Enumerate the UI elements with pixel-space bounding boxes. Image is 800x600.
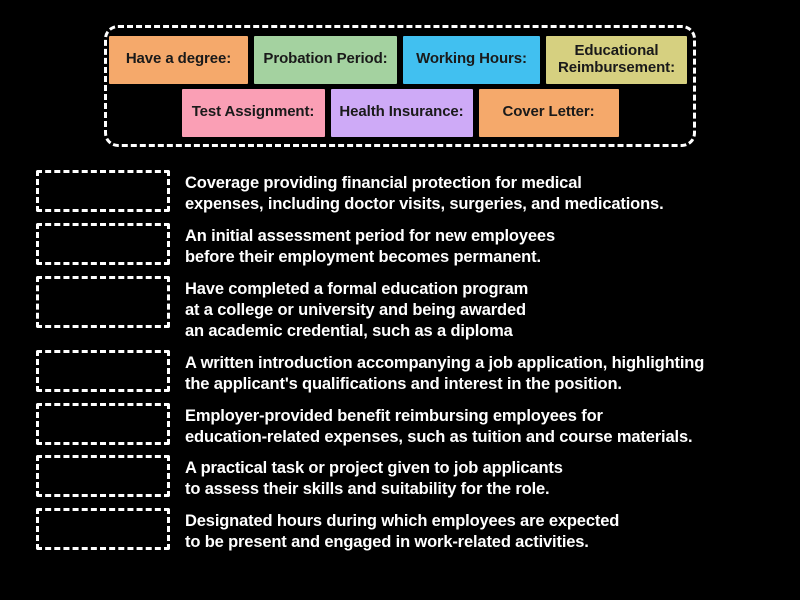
- tile-test-assignment[interactable]: Test Assignment:: [181, 88, 325, 137]
- answer-row: Have completed a formal education progra…: [36, 275, 776, 342]
- definition-text: A written introduction accompanying a jo…: [185, 353, 705, 393]
- definition-text: Employer-provided benefit reimbursing em…: [185, 406, 693, 446]
- definition-text: Designated hours during which employees …: [185, 512, 620, 552]
- drop-zone[interactable]: [36, 508, 170, 551]
- drop-zone[interactable]: [36, 349, 170, 392]
- answer-row: Designated hours during which employees …: [36, 508, 776, 553]
- definition-text: Coverage providing financial protection …: [185, 174, 664, 213]
- tile-working-hours[interactable]: Working Hours:: [403, 35, 540, 84]
- drop-zone[interactable]: [36, 275, 170, 328]
- drop-zone[interactable]: [36, 455, 170, 498]
- answer-row: Employer-provided benefit reimbursing em…: [36, 402, 776, 448]
- answer-row: A practical task or project given to job…: [36, 455, 776, 500]
- definition-text: An initial assessment period for new emp…: [185, 226, 555, 266]
- tile-cover-letter[interactable]: Cover Letter:: [478, 88, 619, 137]
- answer-row: A written introduction accompanying a jo…: [36, 349, 776, 395]
- tile-educational-reimbursement[interactable]: Educational Reimbursement:: [546, 35, 687, 84]
- drop-zone[interactable]: [36, 222, 170, 265]
- tile-bank-row-1: Have a degree: Probation Period: Working…: [105, 33, 695, 86]
- tile-have-a-degree[interactable]: Have a degree:: [109, 35, 248, 84]
- tile-probation-period[interactable]: Probation Period:: [254, 35, 397, 84]
- draggable-tile-bank: Have a degree: Probation Period: Working…: [104, 25, 696, 147]
- answer-row: Coverage providing financial protection …: [36, 170, 776, 215]
- tile-bank-row-2: Test Assignment: Health Insurance: Cover…: [107, 86, 693, 139]
- answer-row: An initial assessment period for new emp…: [36, 222, 776, 268]
- drop-zone[interactable]: [36, 170, 170, 212]
- definition-text: Have completed a formal education progra…: [185, 279, 529, 340]
- answer-list: Coverage providing financial protection …: [36, 170, 776, 561]
- definition-text: A practical task or project given to job…: [185, 459, 563, 499]
- drop-zone[interactable]: [36, 402, 170, 445]
- tile-health-insurance[interactable]: Health Insurance:: [330, 88, 473, 137]
